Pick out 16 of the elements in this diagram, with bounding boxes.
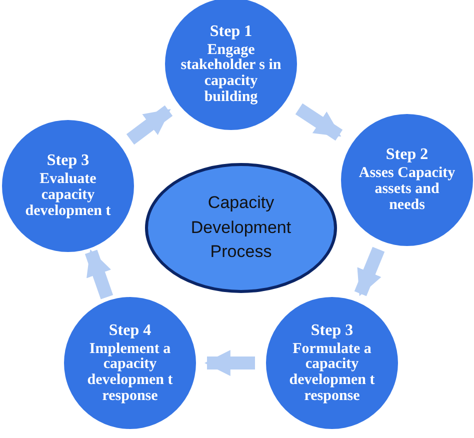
center-label: Capacity Development Process <box>190 192 292 264</box>
step-heading: Step 3 <box>310 322 354 340</box>
step-description: Formulate a capacity developmen t response <box>288 342 376 404</box>
step-heading: Step 3 <box>46 152 90 170</box>
block-arrow <box>354 246 385 296</box>
block-arrow <box>204 350 255 376</box>
step-description: Evaluate capacity developmen t <box>24 172 112 220</box>
step-description: Asses Capacity assets and needs <box>358 166 456 214</box>
step-heading: Step 1 <box>210 22 252 40</box>
block-arrow <box>84 249 114 300</box>
block-arrow <box>295 103 343 141</box>
step-description: Engage stakeholder s in capacity building <box>180 42 282 106</box>
step-heading: Step 2 <box>386 146 428 164</box>
step-description: Implement a capacity developmen t response <box>86 342 174 404</box>
step-heading: Step 4 <box>108 322 152 340</box>
block-arrow <box>126 105 173 145</box>
